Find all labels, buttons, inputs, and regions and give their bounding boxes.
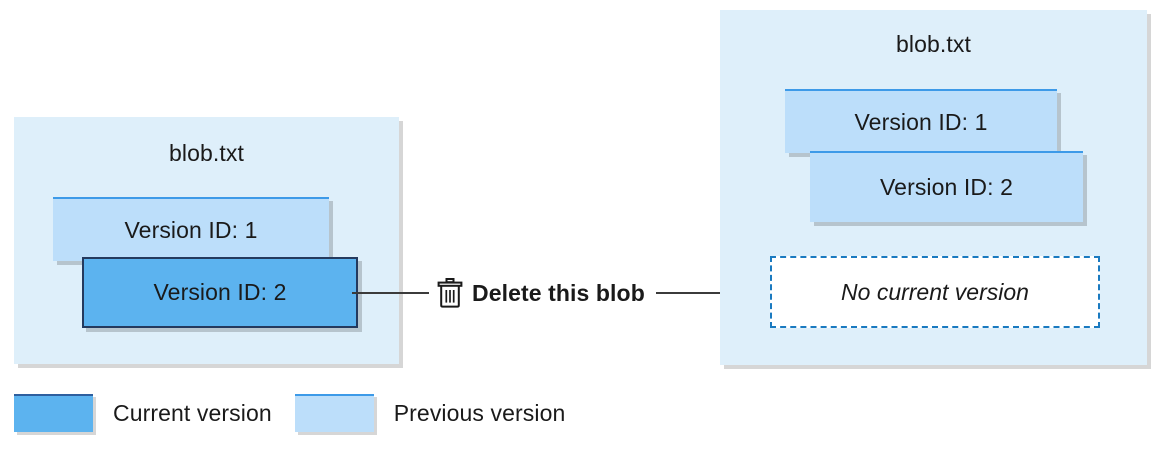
left-version-card-2: Version ID: 2: [82, 257, 358, 328]
left-blob-name: blob.txt: [169, 140, 244, 166]
delete-action-group: Delete this blob: [352, 270, 772, 316]
right-version-card-2: Version ID: 2: [810, 151, 1083, 222]
right-blob-name: blob.txt: [896, 31, 971, 57]
right-version-card-1: Version ID: 1: [785, 89, 1057, 153]
legend-swatch-current: [14, 394, 93, 432]
left-version-label-1: Version ID: 1: [124, 216, 258, 243]
right-version-label-1: Version ID: 1: [854, 108, 988, 135]
trash-icon: [437, 278, 463, 308]
legend-label-current: Current version: [113, 399, 272, 426]
no-current-version-label: No current version: [841, 278, 1029, 305]
right-blob-container: blob.txt Version ID: 1 Version ID: 2 No …: [720, 10, 1147, 365]
left-version-card-1: Version ID: 1: [53, 197, 329, 261]
legend-item-previous-version: Previous version: [294, 394, 566, 432]
delete-action-label: Delete this blob: [472, 279, 645, 306]
left-blob-container: blob.txt Version ID: 1 Version ID: 2: [14, 117, 399, 364]
legend-label-previous: Previous version: [393, 399, 566, 426]
legend-item-current-version: Current version: [14, 394, 272, 432]
legend: Current version Previous version: [14, 393, 565, 433]
no-current-version-placeholder: No current version: [770, 256, 1100, 328]
right-version-label-2: Version ID: 2: [880, 174, 1013, 200]
connector-line-left: [352, 292, 429, 294]
legend-swatch-previous: [294, 394, 374, 432]
left-version-label-2: Version ID: 2: [153, 279, 287, 305]
